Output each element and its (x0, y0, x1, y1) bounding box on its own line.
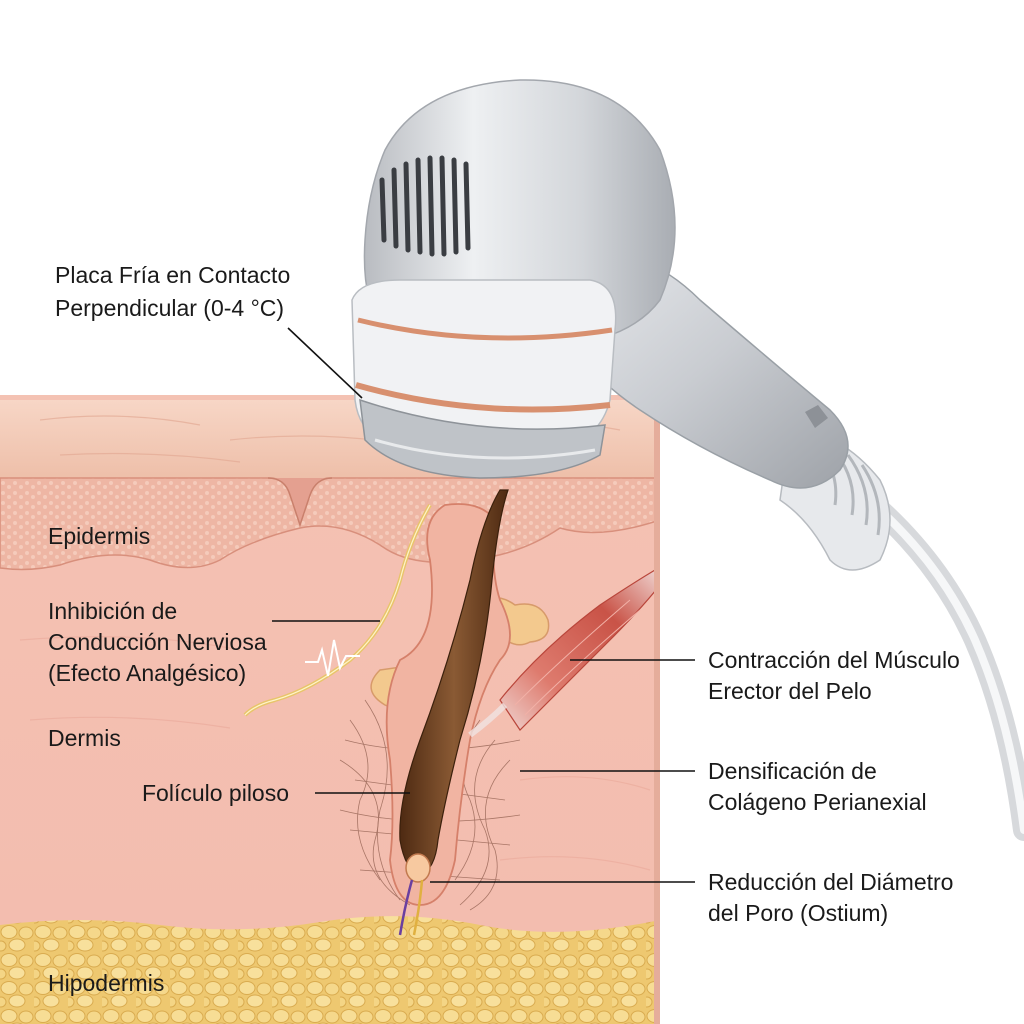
label-muscle-line2: Erector del Pelo (708, 678, 872, 704)
label-dermis: Dermis (48, 725, 121, 751)
label-collagen-line1: Densificación de (708, 758, 877, 784)
skin-block (0, 395, 660, 1024)
label-hypodermis: Hipodermis (48, 970, 164, 996)
label-pore-line2: del Poro (Ostium) (708, 900, 888, 926)
arrector-pili-muscle (499, 569, 660, 731)
pore-depression (267, 477, 333, 528)
label-nerve-line1: Inhibición de (48, 598, 177, 624)
hypodermis-layer (0, 916, 660, 1024)
label-epidermis: Epidermis (48, 523, 150, 549)
label-cold-plate-line1: Placa Fría en Contacto (55, 262, 290, 288)
labels: Placa Fría en Contacto Perpendicular (0-… (48, 262, 960, 996)
label-cold-plate-line2: Perpendicular (0-4 °C) (55, 295, 284, 321)
label-muscle-line1: Contracción del Músculo (708, 647, 960, 673)
cold-device (351, 79, 1024, 841)
label-nerve-line3: (Efecto Analgésico) (48, 660, 246, 686)
label-pore-line1: Reducción del Diámetro (708, 869, 953, 895)
nerve-signal-icon (305, 639, 360, 677)
leader-lines (272, 327, 695, 883)
dermal-papilla (405, 853, 431, 883)
label-nerve-line2: Conducción Nerviosa (48, 629, 267, 655)
copper-ring-lower (355, 382, 611, 413)
handle-button-icon (805, 405, 828, 428)
label-follicle: Folículo piloso (142, 780, 289, 806)
copper-ring-upper (357, 317, 613, 341)
leader-cold-plate (287, 327, 363, 399)
label-collagen-line2: Colágeno Perianexial (708, 789, 927, 815)
device-head (363, 79, 676, 346)
vent-grille-icon (379, 155, 471, 257)
cold-plate (359, 398, 606, 479)
